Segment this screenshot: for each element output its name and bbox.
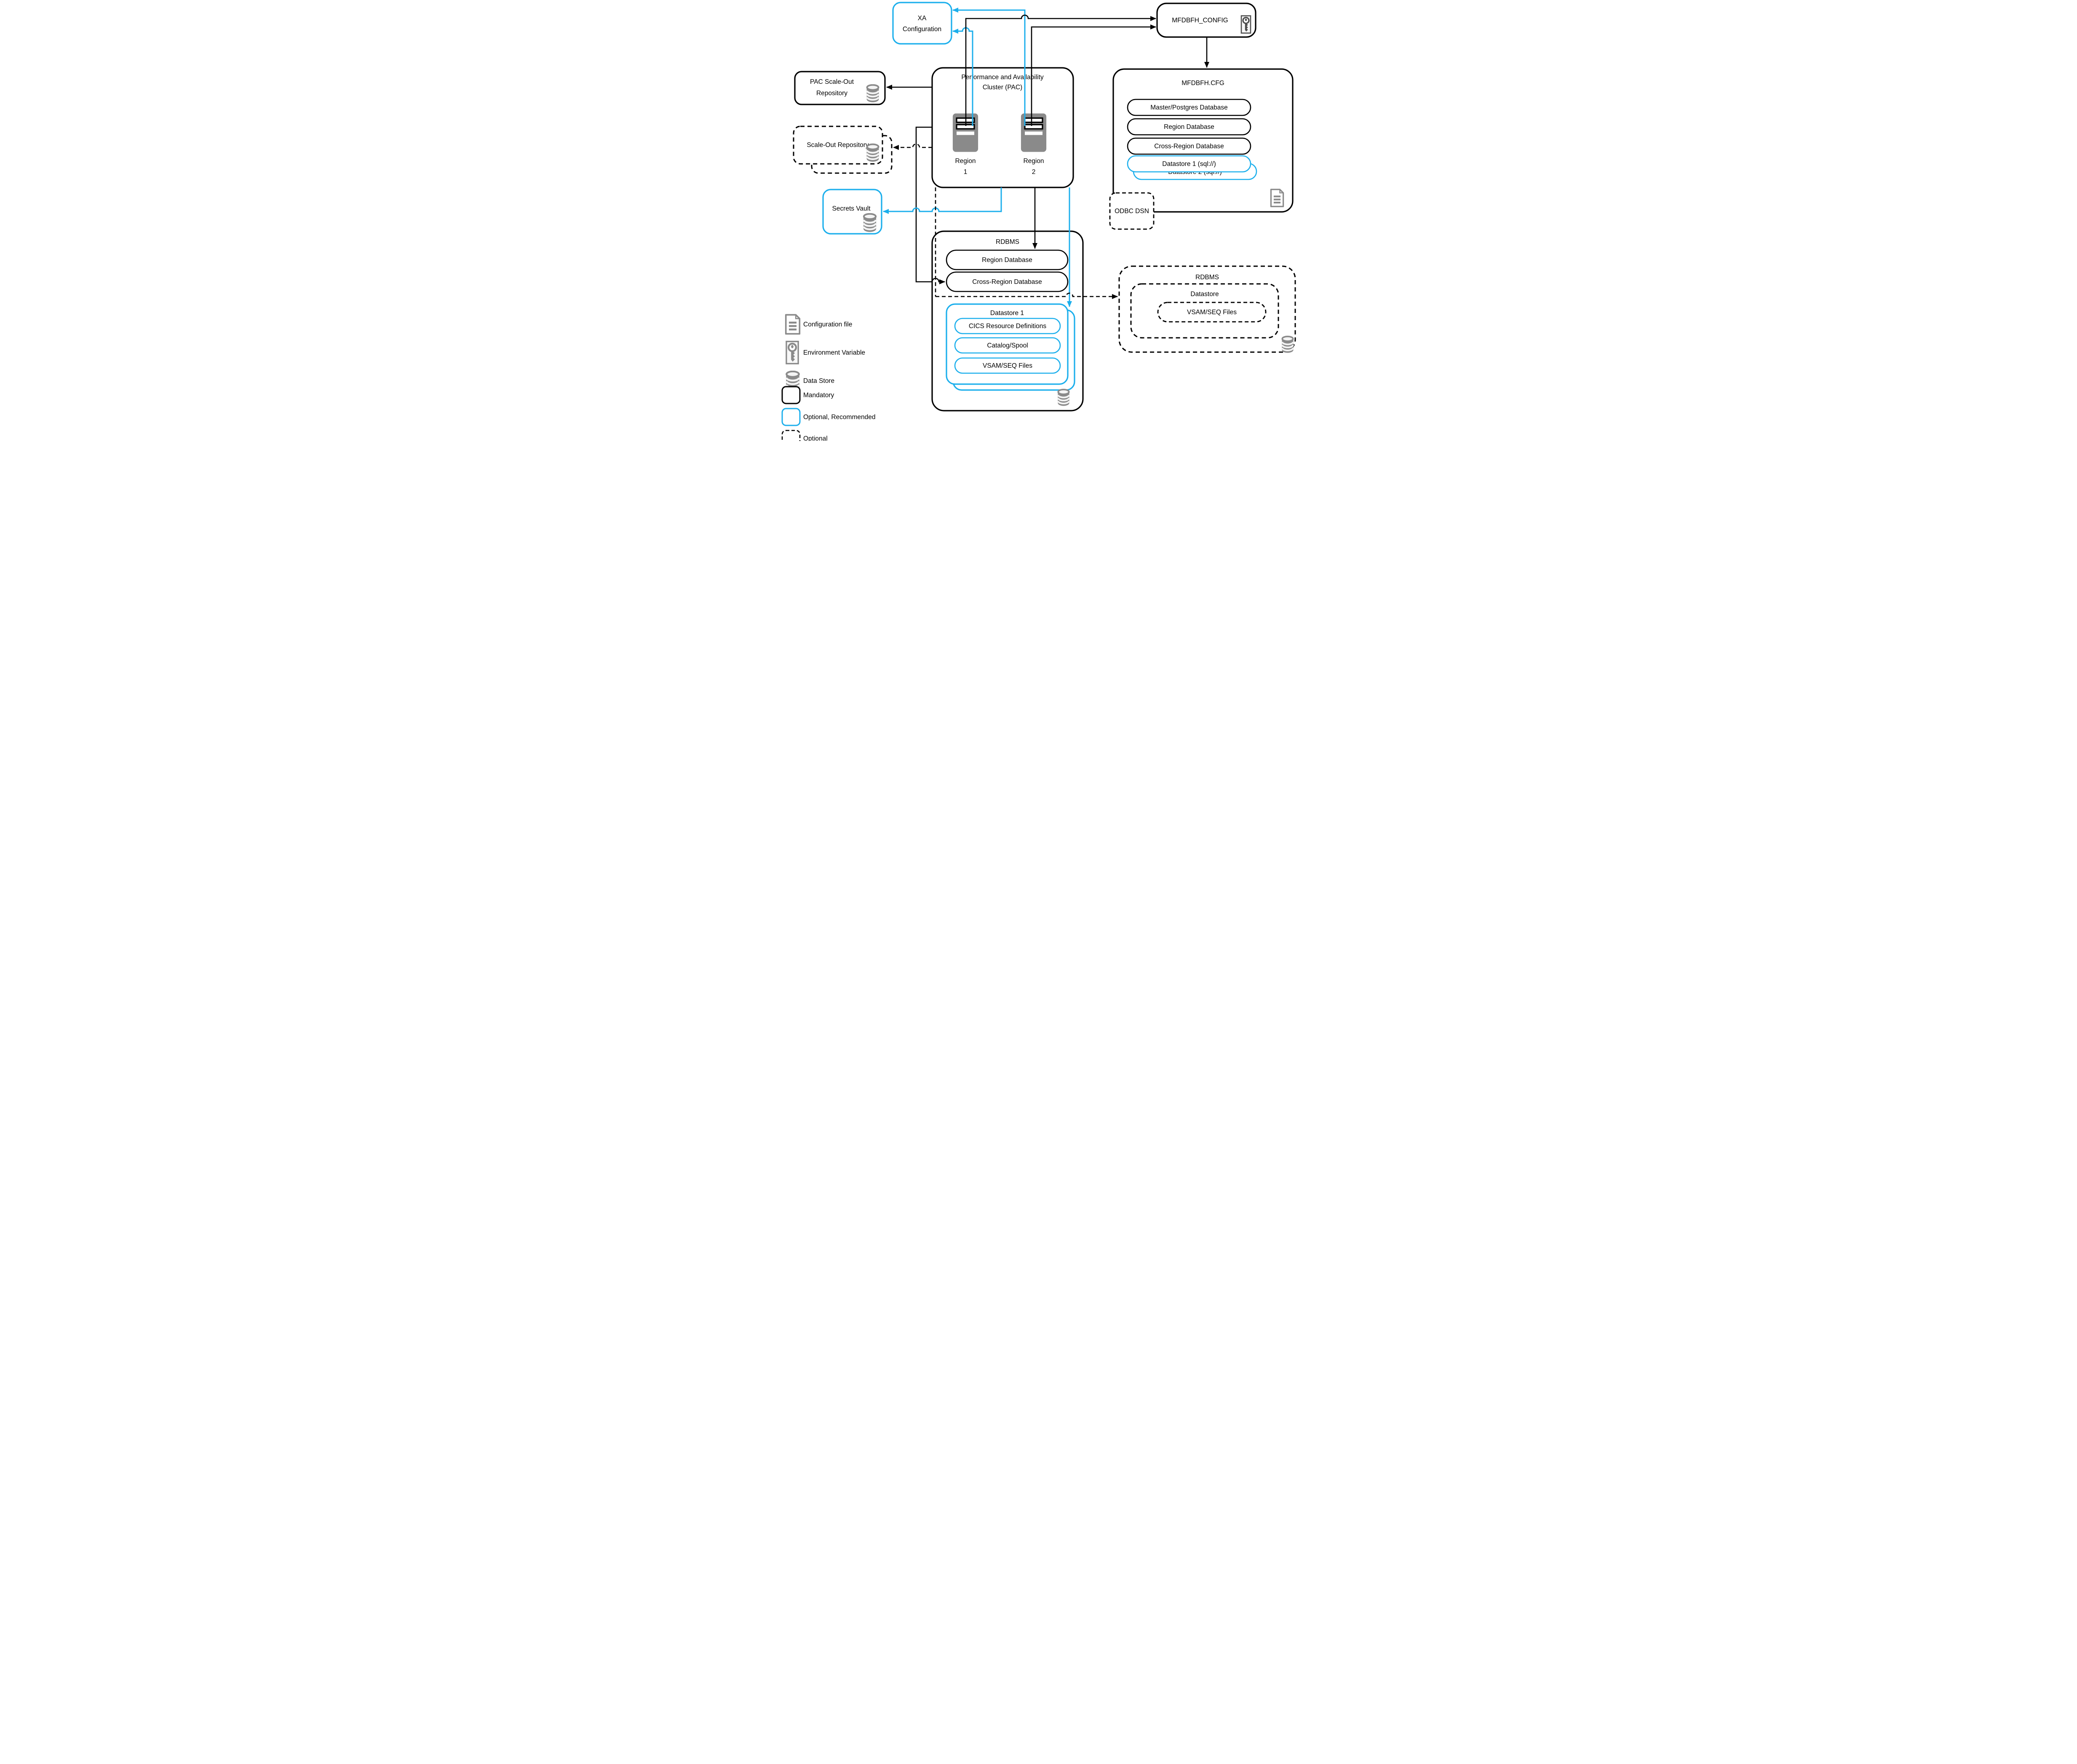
cfg-region-database-pill xyxy=(1127,118,1251,136)
master-postgres-database-pill xyxy=(1127,99,1251,116)
connector-pac-to-scale-out-repository xyxy=(893,143,932,150)
connector-region1-to-mfdbfh-config xyxy=(965,14,1156,126)
diagram-canvas: MFDBFH.CFG Master/Postgres Database Regi… xyxy=(779,0,1298,441)
cfg-datastore1-label: Datastore 1 (sql://) xyxy=(1162,160,1216,168)
xa-configuration-border xyxy=(892,2,952,45)
odbc-dsn-box: ODBC DSN xyxy=(1109,192,1155,230)
legend-optional-recommended-label: Optional, Recommended xyxy=(803,414,875,421)
odbc-dsn-label: ODBC DSN xyxy=(1115,208,1149,215)
database-icon xyxy=(1058,390,1069,406)
connector-pac-to-cross-region-database xyxy=(915,126,945,284)
mfdbfh-architecture-diagram: MFDBFH.CFG Master/Postgres Database Regi… xyxy=(781,2,1296,441)
rdbms-main-title: RDBMS xyxy=(996,238,1019,246)
rdbms-main-box: RDBMS Region Database Cross-Region Datab… xyxy=(931,230,1084,412)
pac-scale-out-repository-box: PAC Scale-Out Repository xyxy=(794,71,886,105)
cics-resource-definitions-pill xyxy=(954,318,1061,334)
legend-configuration-file-icon xyxy=(785,314,801,335)
optional-vsam-seq-files-label: VSAM/SEQ Files xyxy=(1187,309,1237,316)
database-icon xyxy=(867,144,878,161)
optional-datastore-title: Datastore xyxy=(1190,291,1219,298)
pac-scale-out-repository-label-line1: PAC Scale-Out xyxy=(810,78,854,86)
rdbms-cross-region-database-pill xyxy=(946,271,1069,292)
cfg-region-database-label: Region Database xyxy=(1164,123,1214,131)
secrets-vault-box: Secrets Vault xyxy=(822,189,882,235)
rdbms-optional-box: RDBMS Datastore VSAM/SEQ Files xyxy=(1118,265,1296,353)
odbc-dsn-border xyxy=(1109,192,1155,230)
rdbms-cross-region-database-label: Cross-Region Database xyxy=(972,278,1042,286)
legend-environment-variable-label: Environment Variable xyxy=(803,349,865,356)
master-postgres-database-label: Master/Postgres Database xyxy=(1150,104,1228,111)
legend: Configuration file Environment Variable … xyxy=(781,314,875,441)
catalog-spool-pill xyxy=(954,337,1061,354)
pac-title-line1: Performance and Availability xyxy=(961,74,1044,81)
vsam-seq-files-pill xyxy=(954,357,1061,374)
xa-configuration-box: XA Configuration xyxy=(892,2,952,45)
scale-out-repository-label: Scale-Out Repository xyxy=(807,142,869,149)
pac-title-line2: Cluster (PAC) xyxy=(983,84,1022,91)
mfdbfh-cfg-box: MFDBFH.CFG Master/Postgres Database Regi… xyxy=(1112,68,1294,213)
legend-optional-swatch xyxy=(781,430,801,441)
connectors xyxy=(883,8,1209,307)
database-icon xyxy=(1282,337,1293,353)
datastore1-title: Datastore 1 xyxy=(990,310,1024,317)
legend-environment-variable-key-icon xyxy=(786,342,798,364)
scale-out-repository-box: Scale-Out Repository xyxy=(793,126,893,174)
pac-scale-out-repository-border xyxy=(794,71,886,105)
xa-configuration-label-line1: XA xyxy=(918,15,927,22)
legend-mandatory-swatch xyxy=(781,386,801,404)
environment-variable-key-icon xyxy=(1240,15,1251,34)
secrets-vault-label: Secrets Vault xyxy=(832,205,871,212)
mfdbfh-config-label: MFDBFH_CONFIG xyxy=(1172,17,1228,24)
region1-label-line1: Region xyxy=(955,158,976,165)
cfg-datastore1-pill xyxy=(1127,155,1251,173)
mfdbfh-config-box: MFDBFH_CONFIG xyxy=(1156,3,1256,38)
catalog-spool-label: Catalog/Spool xyxy=(987,342,1028,349)
vsam-seq-files-label: VSAM/SEQ Files xyxy=(983,362,1032,369)
optional-vsam-seq-files-pill xyxy=(1157,302,1267,323)
legend-mandatory-label: Mandatory xyxy=(803,392,834,399)
connector-region2-to-mfdbfh-config xyxy=(1031,24,1156,126)
cics-resource-definitions-label: CICS Resource Definitions xyxy=(969,323,1047,330)
legend-optional-label: Optional xyxy=(803,435,828,441)
configuration-file-icon xyxy=(1270,189,1284,207)
legend-data-store-label: Data Store xyxy=(803,377,834,385)
connector-to-optional-rdbms xyxy=(936,292,1118,299)
pac-cluster-box: Performance and Availability Cluster (PA… xyxy=(931,67,1074,188)
database-icon xyxy=(867,85,878,102)
scale-out-repository-front-border xyxy=(793,126,883,165)
pac-scale-out-repository-label-line2: Repository xyxy=(816,90,847,97)
region1-label-line2: 1 xyxy=(964,168,968,176)
cfg-cross-region-database-label: Cross-Region Database xyxy=(1154,143,1224,150)
database-icon xyxy=(864,214,876,232)
cfg-cross-region-database-pill xyxy=(1127,137,1251,155)
rdbms-region-database-label: Region Database xyxy=(982,257,1032,264)
connector-region2-to-xa-config xyxy=(952,8,1026,126)
legend-optional-recommended-swatch xyxy=(781,408,801,426)
mfdbfh-cfg-title: MFDBFH.CFG xyxy=(1182,80,1224,87)
connector-pac-to-secrets-vault xyxy=(883,187,1002,214)
legend-configuration-file-label: Configuration file xyxy=(803,321,852,328)
rdbms-optional-title: RDBMS xyxy=(1195,274,1219,281)
rdbms-region-database-pill xyxy=(946,249,1069,270)
region2-label-line2: 2 xyxy=(1032,168,1036,176)
xa-configuration-label-line2: Configuration xyxy=(903,26,941,33)
region2-label-line1: Region xyxy=(1023,158,1044,165)
